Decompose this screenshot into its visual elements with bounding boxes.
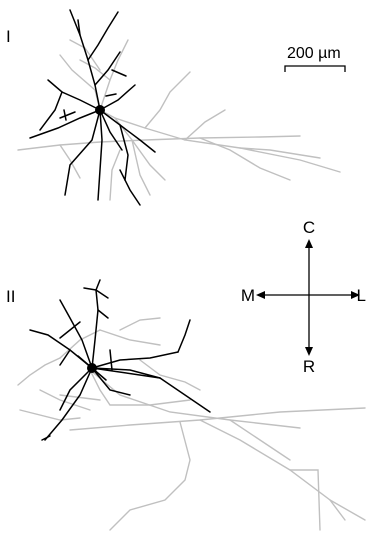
- scale-bar: 200 µm: [285, 45, 345, 72]
- panel-one-soma: [95, 105, 105, 115]
- arrow-down-icon: [305, 347, 313, 356]
- orientation-compass: C R M L: [241, 218, 366, 376]
- panel-two: II: [6, 280, 365, 530]
- panel-one-label: I: [6, 27, 11, 46]
- arrow-left-icon: [256, 291, 265, 299]
- scale-bar-label: 200 µm: [287, 45, 341, 62]
- panel-two-label: II: [6, 287, 15, 306]
- direction-caudal-label: C: [303, 218, 315, 237]
- panel-one-black-arbor: [30, 10, 155, 205]
- direction-lateral-label: L: [357, 286, 366, 305]
- direction-rostral-label: R: [303, 357, 315, 376]
- panel-one: I: [6, 10, 340, 205]
- panel-two-soma: [87, 363, 97, 373]
- scale-bar-line: [285, 66, 345, 72]
- arrow-up-icon: [305, 239, 313, 248]
- direction-medial-label: M: [241, 286, 255, 305]
